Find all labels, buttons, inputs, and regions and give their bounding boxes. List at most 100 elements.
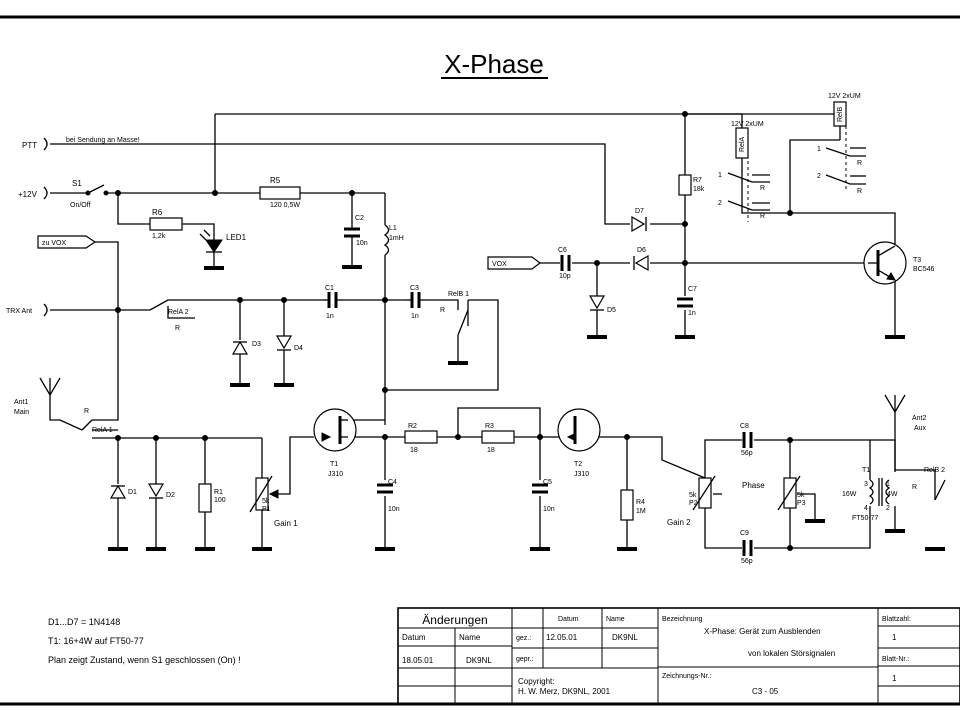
rela-switch2-label: 2	[718, 200, 722, 207]
ant2-label: Ant2	[912, 415, 927, 422]
led1-diode	[199, 229, 223, 253]
ant1-antenna-icon	[39, 377, 61, 397]
transformer-t1	[868, 478, 891, 506]
rela1-contact	[81, 419, 118, 431]
zeichnungs-nr: C3 - 05	[752, 687, 779, 696]
ptt-note-label: bei Sendung an Masse!	[66, 137, 140, 144]
c4-label: C4	[388, 479, 397, 486]
r7-value-label: 18k	[693, 186, 705, 193]
s1-label: S1	[72, 179, 82, 188]
c3-capacitor	[405, 292, 426, 308]
c8-value-label: 56p	[741, 450, 753, 457]
trx-ant-label: TRX Ant	[6, 308, 32, 315]
r6-resistor	[149, 217, 183, 231]
note-switch-state: Plan zeigt Zustand, wenn S1 geschlossen …	[48, 655, 241, 665]
gepr-label: gepr.:	[516, 656, 534, 663]
c2-value-label: 10n	[356, 240, 368, 247]
c3-value-label: 1n	[411, 313, 419, 320]
relb2-r-label: R	[912, 484, 917, 491]
ptt-terminal	[43, 137, 48, 151]
r3-label: R3	[485, 423, 494, 430]
t3-type-label: BC546	[913, 266, 935, 273]
l1-label: L1	[389, 225, 397, 232]
relb1-label: RelB 1	[448, 291, 469, 298]
copyright-label: Copyright:	[518, 677, 554, 686]
c9-label: C9	[740, 530, 749, 537]
r4-label: R4	[636, 499, 645, 506]
transformer-pin1: 1	[886, 481, 890, 488]
transformer-type-label: FT50-77	[852, 515, 879, 522]
transformer-label: T1	[862, 467, 870, 474]
rela-switch1-r-label: R	[760, 185, 765, 192]
transformer-pin4: 4	[864, 505, 868, 512]
c1-value-label: 1n	[326, 313, 334, 320]
t2-label: T2	[574, 461, 582, 468]
p3-value-label: 5k	[797, 492, 805, 499]
note-transformer: T1: 16+4W auf FT50-77	[48, 636, 144, 646]
r5-resistor	[259, 186, 301, 200]
relb-switch1-r-label: R	[857, 160, 862, 167]
p1-label: P1	[262, 506, 271, 513]
l1-value-label: 1mH	[389, 235, 404, 242]
s1-state-label: On/Off	[70, 202, 91, 209]
relb2-contact	[920, 469, 946, 501]
rela-rating-label: 12V 2xUM	[731, 121, 764, 128]
r5-value-label: 120 0,5W	[270, 202, 300, 209]
r7-resistor	[678, 174, 692, 196]
rela2-r-label: R	[175, 325, 180, 332]
diagram-title: X-Phase	[444, 49, 544, 79]
note-diodes: D1...D7 = 1N4148	[48, 617, 120, 627]
p1-value-label: 5k	[262, 498, 270, 505]
gez-date: 12.05.01	[546, 633, 578, 642]
vox-label: VOX	[492, 261, 507, 268]
p1-potentiometer	[249, 475, 279, 513]
rela-coil-label: RelA	[739, 136, 746, 152]
c5-value-label: 10n	[543, 506, 555, 513]
change-name: DK9NL	[466, 656, 492, 665]
wiring	[49, 102, 936, 549]
relb-switch2-r-label: R	[857, 188, 862, 195]
t2-jfet	[557, 408, 601, 452]
rela1-label: RelA 1	[92, 427, 113, 434]
p2-value-label: 5k	[689, 492, 697, 499]
zu-vox-tag	[37, 235, 97, 249]
led1-label: LED1	[226, 233, 247, 242]
v12-label: +12V	[18, 190, 38, 199]
copyright-text: H. W. Merz, DK9NL, 2001	[518, 687, 611, 696]
r2-label: R2	[408, 423, 417, 430]
ant1-main-label: Main	[14, 409, 29, 416]
gez-label: gez.:	[516, 635, 531, 642]
r6-value-label: 1,2k	[152, 233, 166, 240]
d2-diode	[147, 483, 165, 499]
t1-type-label: J310	[328, 471, 343, 478]
bezeichnung-label: Bezeichnung	[662, 616, 703, 623]
r3-value-label: 18	[487, 447, 495, 454]
transformer-pin3: 3	[864, 481, 868, 488]
blattzahl-label: Blattzahl:	[882, 616, 911, 623]
r2-resistor	[404, 430, 438, 444]
changes-header: Änderungen	[422, 613, 487, 627]
d1-diode	[109, 484, 127, 499]
datum-header: Datum	[558, 616, 579, 623]
phase-label: Phase	[742, 481, 765, 490]
gain1-label: Gain 1	[274, 519, 298, 528]
changes-name-col: Name	[459, 633, 481, 642]
t3-bjt	[863, 241, 907, 285]
c8-label: C8	[740, 423, 749, 430]
c9-value-label: 56p	[741, 558, 753, 565]
d1-label: D1	[128, 489, 137, 496]
p3-label: P3	[797, 500, 806, 507]
r4-value-label: 1M	[636, 508, 646, 515]
gez-name: DK9NL	[612, 633, 638, 642]
d6-diode	[633, 254, 649, 272]
zeichnungs-nr-label: Zeichnungs-Nr.:	[662, 673, 711, 680]
transformer-primary-label: 16W	[842, 491, 857, 498]
s1-switch	[87, 184, 105, 194]
junction-dots	[115, 111, 793, 551]
blatt-nr-value: 1	[892, 674, 897, 683]
vox-tag	[487, 256, 541, 270]
zu-vox-label: zu VOX	[42, 240, 66, 247]
ptt-label: PTT	[22, 141, 37, 150]
d3-diode	[231, 340, 249, 355]
r2-value-label: 18	[410, 447, 418, 454]
